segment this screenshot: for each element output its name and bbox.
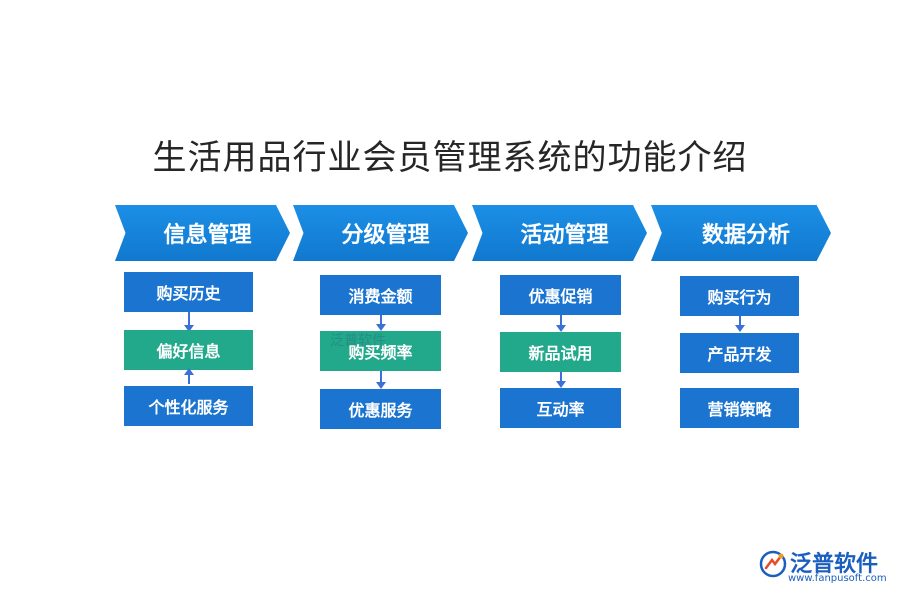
box-purchase-history: 购买历史	[124, 272, 253, 312]
stage-label: 数据分析	[701, 223, 790, 248]
watermark-text: 泛普软件	[330, 333, 386, 349]
arrow-down	[376, 371, 386, 389]
stage-label: 分级管理	[341, 223, 430, 248]
logo-icon	[759, 550, 787, 578]
stage-label: 信息管理	[163, 223, 252, 248]
logo-url: www.fanpusoft.com	[788, 573, 887, 584]
box-purchase-behavior: 购买行为	[680, 276, 799, 316]
stage-tier-management: 分级管理	[293, 205, 468, 261]
box-purchase-frequency: 购买频率	[320, 331, 441, 371]
arrow-down	[556, 372, 566, 388]
box-discount-service: 优惠服务	[320, 389, 441, 429]
brand-logo: 泛普软件 www.fanpusoft.com	[758, 546, 888, 586]
stage-label: 活动管理	[520, 223, 609, 248]
stage-activity-management: 活动管理	[472, 205, 647, 261]
box-preference-info: 偏好信息	[124, 330, 253, 370]
arrow-down	[735, 316, 745, 332]
arrow-down	[556, 315, 566, 332]
box-marketing-strategy: 营销策略	[680, 388, 799, 428]
arrow-down	[376, 315, 386, 331]
stage-info-management: 信息管理	[115, 205, 290, 261]
box-interaction-rate: 互动率	[500, 388, 621, 428]
page-title: 生活用品行业会员管理系统的功能介绍	[152, 138, 748, 178]
box-product-development: 产品开发	[680, 333, 799, 373]
box-new-product-trial: 新品试用	[500, 332, 621, 372]
stage-data-analysis: 数据分析	[651, 205, 831, 261]
arrow-up	[184, 368, 194, 384]
box-personalized-service: 个性化服务	[124, 386, 253, 426]
box-spending-amount: 消费金额	[320, 275, 441, 315]
box-promotion: 优惠促销	[500, 275, 621, 315]
arrow-down	[184, 312, 194, 332]
logo-text: 泛普软件	[790, 552, 879, 577]
